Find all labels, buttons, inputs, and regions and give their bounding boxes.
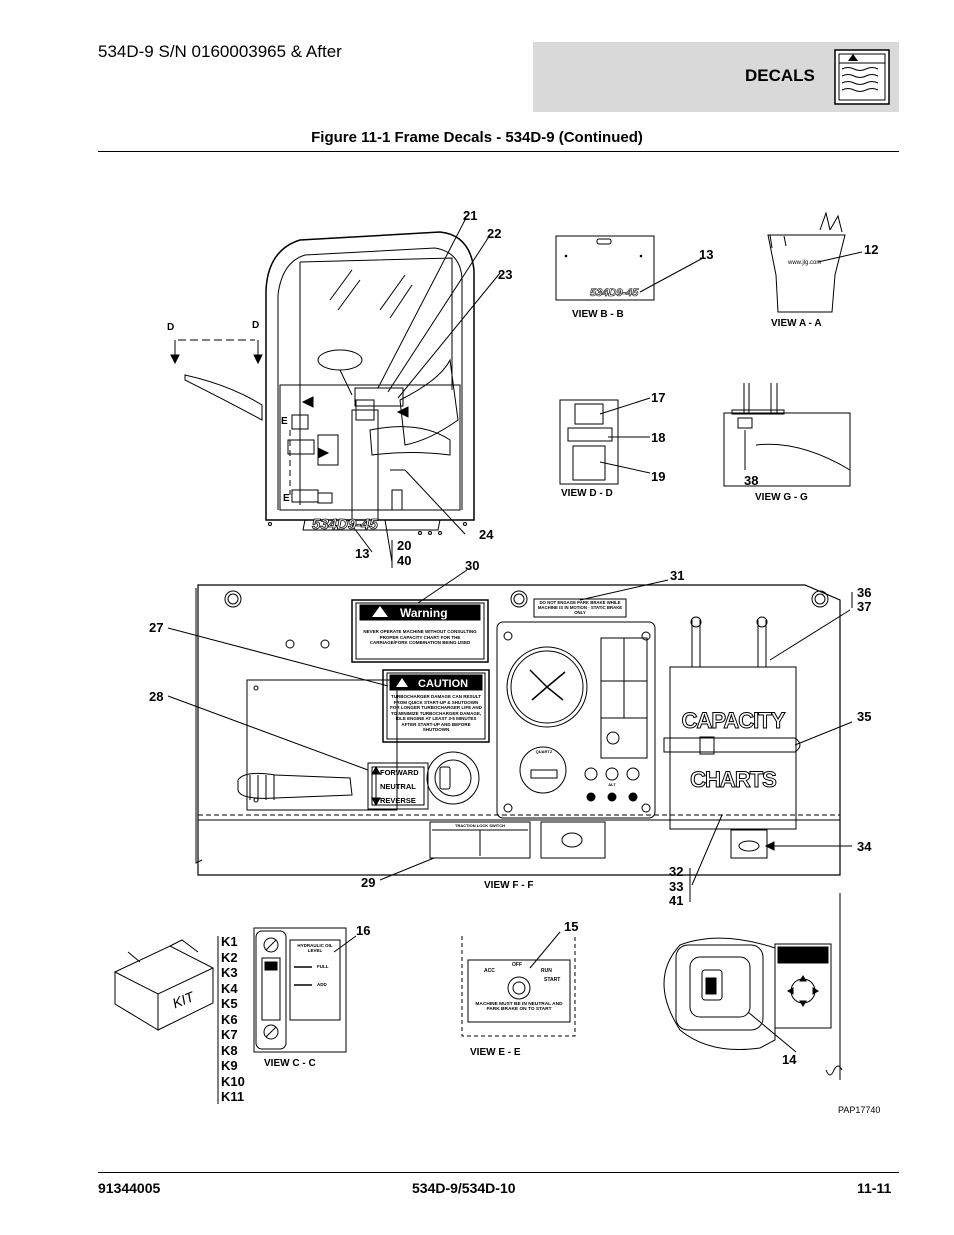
- view-g-g-label: VIEW G - G: [755, 492, 808, 503]
- footer-page-number: 11-11: [857, 1180, 892, 1196]
- caution-body: TURBOCHARGER DAMAGE CAN RESULT FROM QUIC…: [390, 694, 482, 732]
- header-rule: [98, 151, 899, 152]
- view-f-f-dash: [167, 569, 853, 902]
- hydraulic-add-label: ADD: [317, 982, 327, 987]
- callout-14: 14: [782, 1052, 797, 1067]
- ignition-note: MACHINE MUST BE IN NEUTRAL AND PARK BRAK…: [475, 1002, 563, 1013]
- callout-17: 17: [651, 390, 666, 405]
- kit-item: K3: [221, 965, 238, 980]
- model-decal-view-b: 534D9-45: [590, 287, 639, 299]
- callout-19: 19: [651, 469, 666, 484]
- footer-rule: [98, 1172, 899, 1173]
- hydraulic-oil-label: HYDRAULIC OIL LEVEL: [297, 943, 333, 953]
- kit-item: K1: [221, 934, 238, 949]
- callout-21: 21: [463, 208, 478, 223]
- alt-label: ALT: [608, 782, 616, 787]
- ignition-start: START: [544, 977, 561, 983]
- callout-15: 15: [564, 919, 579, 934]
- view-g-g-panel: [723, 383, 851, 487]
- park-brake-decal: DO NOT ENGAGE PARK BRAKE WHILE MACHINE I…: [537, 600, 623, 615]
- kit-item: K9: [221, 1058, 238, 1073]
- joystick-panel: [663, 893, 843, 1080]
- callout-37: 37: [857, 599, 872, 614]
- view-b-b-panel: [555, 235, 704, 301]
- section-title: DECALS: [745, 66, 815, 85]
- callout-32: 32: [669, 864, 684, 879]
- callout-18: 18: [651, 430, 666, 445]
- decal-sheet-icon: [834, 49, 890, 105]
- kit-item: K7: [221, 1027, 238, 1042]
- callout-12: 12: [864, 242, 879, 257]
- jlg-url-decal: www.jlg.com: [787, 260, 821, 266]
- ignition-acc: ACC: [484, 968, 495, 974]
- hydraulic-full-label: FULL: [317, 964, 329, 969]
- view-f-f-label: VIEW F - F: [484, 880, 534, 891]
- callout-31: 31: [670, 568, 685, 583]
- view-a-a-label: VIEW A - A: [771, 318, 822, 329]
- callout-29: 29: [361, 875, 376, 890]
- callout-40: 40: [397, 553, 412, 568]
- ignition-off: OFF: [512, 962, 522, 968]
- capacity-label: CAPACITY: [681, 708, 786, 734]
- fnr-reverse: REVERSE: [380, 796, 416, 805]
- model-decal-cab: 534D9-45: [312, 516, 379, 533]
- view-c-c-panel: [217, 927, 357, 1104]
- footer-part-number: 91344005: [98, 1180, 161, 1196]
- callout-38: 38: [744, 473, 759, 488]
- view-e-e-panel: [461, 931, 576, 1037]
- callout-16: 16: [356, 923, 371, 938]
- kit-list: K1 K2 K3 K4 K5 K6 K7 K8 K9 K10 K11: [221, 934, 245, 1105]
- callout-33: 33: [669, 879, 684, 894]
- cab-view: [170, 217, 501, 568]
- view-b-b-label: VIEW B - B: [572, 309, 624, 320]
- kit-item: K5: [221, 996, 238, 1011]
- model-serial-header: 534D-9 S/N 0160003965 & After: [98, 42, 342, 61]
- view-a-a-panel: [767, 211, 863, 313]
- kit-item: K8: [221, 1042, 238, 1058]
- callout-27: 27: [149, 620, 164, 635]
- kit-box: [113, 939, 215, 1031]
- callout-20: 20: [397, 538, 412, 553]
- callout-34: 34: [857, 839, 872, 854]
- section-letter-e-bottom: E: [283, 493, 290, 504]
- view-d-d-label: VIEW D - D: [561, 488, 613, 499]
- section-letter-d-right: D: [252, 320, 260, 331]
- callout-13-view-b: 13: [699, 247, 714, 262]
- section-letter-d-left: D: [167, 322, 175, 333]
- warning-title: Warning: [400, 606, 448, 620]
- warning-body: NEVER OPERATE MACHINE WITHOUT CONSULTING…: [363, 629, 477, 645]
- caution-title: CAUTION: [418, 678, 468, 690]
- charts-label: CHARTS: [690, 767, 778, 793]
- view-c-c-label: VIEW C - C: [264, 1058, 316, 1069]
- callout-22: 22: [487, 226, 502, 241]
- figure-title: Figure 11-1 Frame Decals - 534D-9 (Conti…: [311, 129, 643, 146]
- fnr-forward: FORWARD: [380, 768, 419, 777]
- callout-24: 24: [479, 527, 494, 542]
- callout-36: 36: [857, 585, 872, 600]
- kit-item: K10: [221, 1073, 245, 1089]
- kit-item: K4: [221, 980, 238, 996]
- callout-13-cab: 13: [355, 546, 370, 561]
- callout-35: 35: [857, 709, 872, 724]
- ignition-run: RUN: [541, 968, 552, 974]
- kit-box-label: KIT: [170, 988, 198, 1012]
- section-letter-e-top: E: [281, 416, 288, 427]
- kit-item: K11: [221, 1089, 245, 1104]
- footer-models: 534D-9/534D-10: [412, 1180, 516, 1196]
- callout-23: 23: [498, 267, 513, 282]
- view-d-d-panel: [559, 397, 651, 485]
- callout-41: 41: [669, 893, 684, 908]
- callout-30: 30: [465, 558, 480, 573]
- callout-28: 28: [149, 689, 164, 704]
- drawing-id: PAP17740: [838, 1105, 881, 1115]
- kit-item: K2: [221, 949, 238, 965]
- view-e-e-label: VIEW E - E: [470, 1047, 521, 1058]
- kit-item: K6: [221, 1011, 238, 1027]
- fnr-neutral: NEUTRAL: [380, 782, 416, 791]
- traction-lock-title: TRACTION LOCK SWITCH: [455, 823, 505, 828]
- quartz-label: QUARTZ: [535, 749, 553, 754]
